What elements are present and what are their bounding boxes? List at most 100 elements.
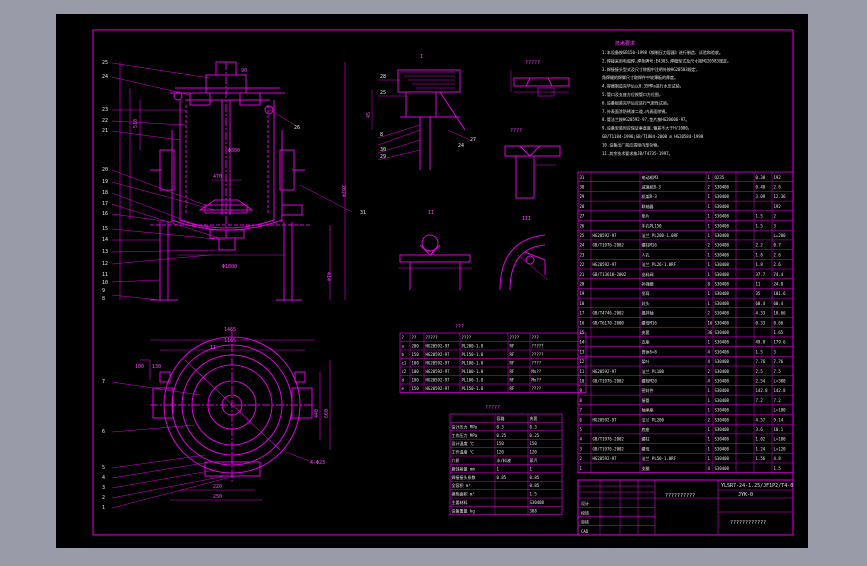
parts-cell: 9 (580, 388, 583, 393)
parts-cell: 13 (580, 349, 585, 354)
parts-cell: 11 (756, 282, 761, 287)
parts-cell: S30408 (715, 320, 730, 325)
nozzle-cell: Mo?? (532, 378, 542, 383)
nozzle-cell: c1 (402, 361, 407, 366)
parts-cell: 吊耳 (642, 291, 650, 296)
nozzle-cell: ???? (462, 335, 472, 340)
nozzle-cell: PL100-1.0 (462, 369, 484, 374)
nozzle-cell: HG20592-97 (426, 344, 451, 349)
parts-cell: 3 (580, 446, 583, 451)
parts-cell: 法兰 PL100 (642, 368, 665, 374)
parts-cell: L=120 (774, 446, 787, 451)
parts-cell: 接管 (642, 397, 650, 403)
nozzle-cell: 100 (412, 361, 420, 366)
parts-cell: 7.5 (774, 369, 782, 374)
parts-cell: 1.5 (774, 466, 782, 471)
dim-d2624: 2624 (340, 185, 346, 197)
nozzle-cell: 100 (412, 378, 420, 383)
nozzle-cell: RF (510, 352, 515, 357)
parts-cell: 27 (580, 214, 585, 219)
parts-cell: 1 (708, 252, 711, 257)
balloon-17: 17 (102, 201, 108, 207)
nozzle-cell: ???? (532, 386, 542, 391)
parts-cell: 8 (708, 282, 711, 287)
nozzle-cell: RF (510, 344, 515, 349)
company-name: ???????????? (730, 520, 766, 526)
parts-cell: 2 (580, 456, 583, 461)
design-cell: 150 (497, 441, 505, 446)
design-cell: 0.85 (530, 475, 540, 480)
parts-cell: 192 (774, 175, 782, 180)
nozzle-cell: PL100-1.0 (462, 378, 484, 383)
dim-d1800: Φ1800 (222, 264, 237, 270)
title-sign-label: 设计 (581, 500, 589, 506)
parts-cell: 9.14 (774, 417, 784, 422)
parts-cell: 1.02 (756, 437, 766, 442)
balloon-14: 14 (102, 237, 108, 243)
parts-cell: 减速机B-3 (642, 184, 662, 190)
parts-cell: 7 (580, 408, 583, 413)
parts-cell: 2 (708, 417, 711, 422)
parts-cell: HG20592-97 (593, 369, 618, 374)
notes-title: 技术要求 (615, 40, 635, 47)
parts-cell: 1 (708, 233, 711, 238)
detail-II-title: II (428, 210, 434, 216)
nozzle-cell: HG20592-97 (426, 369, 451, 374)
dim-d660: 660 (324, 409, 330, 418)
plan-view-labels: 1465 1165 100 130 440 660 220 250 4-Φ23 … (102, 327, 330, 511)
note-line: 4.容器制造完毕后以0.35MPa进行水压试验。 (602, 83, 684, 89)
design-cell: 焊接接头系数 (452, 474, 476, 480)
design-table-title: ????? (485, 405, 500, 411)
parts-cell: S30408 (715, 417, 730, 422)
detail-I-view: I 28 25 8 30 29 27 24 45 (366, 54, 476, 170)
parts-cell: 1.56 (756, 456, 766, 461)
nozzle-cell: PL200-1.0 (462, 344, 484, 349)
detail-II-view: II (398, 210, 472, 290)
parts-cell: 1.5 (756, 223, 764, 228)
parts-cell: 1 (708, 214, 711, 219)
detail-I-label-27: 27 (470, 137, 476, 143)
parts-cell: S30408 (715, 214, 730, 219)
parts-cell: 1 (708, 427, 711, 432)
parts-cell: S30408 (715, 388, 730, 393)
balloon-11: 11 (102, 272, 108, 278)
note-line: 7.外表面涂防锈漆二道,内表面除锈。 (602, 108, 669, 114)
balloon-15: 15 (102, 226, 108, 232)
nozzle-cell: PL150-1.0 (462, 352, 484, 357)
parts-cell: 7.76 (756, 359, 766, 364)
parts-cell: 2 (708, 369, 711, 374)
nozzle-cell: ???? (510, 335, 520, 340)
parts-cell: 1 (708, 204, 711, 209)
parts-cell: 法兰 PL200 (642, 416, 665, 422)
title-sign-label: 审核 (581, 519, 589, 525)
parts-cell: 4 (708, 466, 711, 471)
balloon-18: 18 (102, 190, 108, 196)
dim-holes: 4-Φ23 (310, 460, 325, 466)
design-cell: 1 (530, 466, 533, 471)
parts-cell: 101.6 (774, 291, 787, 296)
design-cell: 水/料液 (497, 457, 511, 463)
dim-d440: 440 (314, 409, 320, 418)
parts-cell: 桨叶 (642, 358, 650, 364)
parts-cell: 4.57 (756, 417, 766, 422)
design-cell: S30408 (530, 500, 545, 505)
drawing-name: ?????????? (665, 493, 695, 499)
parts-cell: S30408 (715, 446, 730, 451)
parts-cell: 8 (580, 398, 583, 403)
nozzle-cell: RF (510, 361, 515, 366)
parts-cell: 法兰 PL26-1.0RF (642, 261, 677, 267)
weld-detail-top: ????? (510, 60, 570, 97)
balloon-8: 8 (102, 296, 105, 302)
parts-cell: 12 (580, 359, 585, 364)
balloon-25: 25 (102, 60, 108, 66)
parts-cell: 35 (756, 291, 761, 296)
parts-cell: S30408 (715, 330, 730, 335)
parts-cell: 联轴器 (642, 203, 654, 209)
note-line: GB/T1184-1996;GB/T1804-2000 m HG20584-19… (602, 134, 704, 139)
parts-cell: 机架B-3 (642, 193, 658, 199)
parts-cell: 142.8 (756, 388, 769, 393)
parts-cell: 10 (580, 379, 585, 384)
parts-cell: 1.5 (756, 214, 764, 219)
parts-cell: 74.4 (774, 272, 784, 277)
